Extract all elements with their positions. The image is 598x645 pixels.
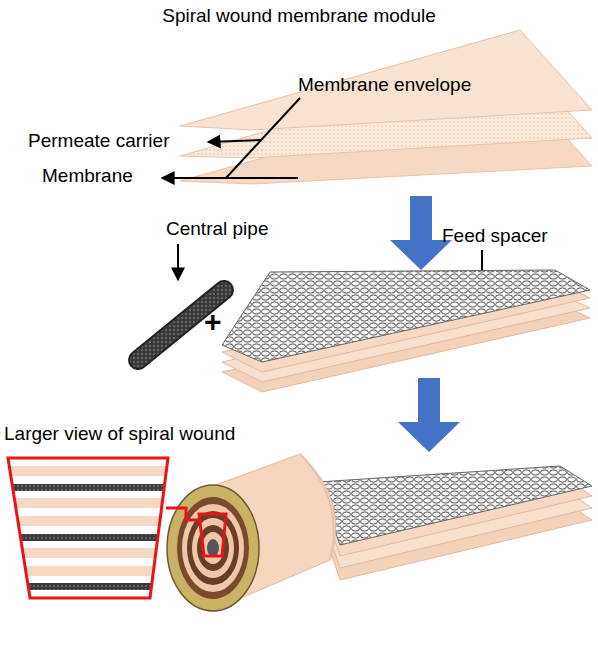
magnified-view [0,458,226,598]
membrane-envelope [180,30,592,184]
leader-lines [162,98,482,292]
part-label: Membrane [42,165,133,187]
roll-end [167,485,259,611]
part-label: Central pipe [166,218,268,240]
feed-spacer-stack [222,270,590,392]
part-label: Membrane envelope [298,74,471,96]
unrolled-sheets [318,466,592,580]
part-label: Permeate carrier [28,130,170,152]
part-label: + [204,305,222,340]
diagram-title: Spiral wound membrane module [100,5,498,27]
central-pipe [138,290,224,360]
flow-arrow [398,378,460,452]
part-label: Larger view of spiral wound [4,423,235,445]
part-label: Feed spacer [442,225,548,247]
membrane-roll [300,454,334,560]
